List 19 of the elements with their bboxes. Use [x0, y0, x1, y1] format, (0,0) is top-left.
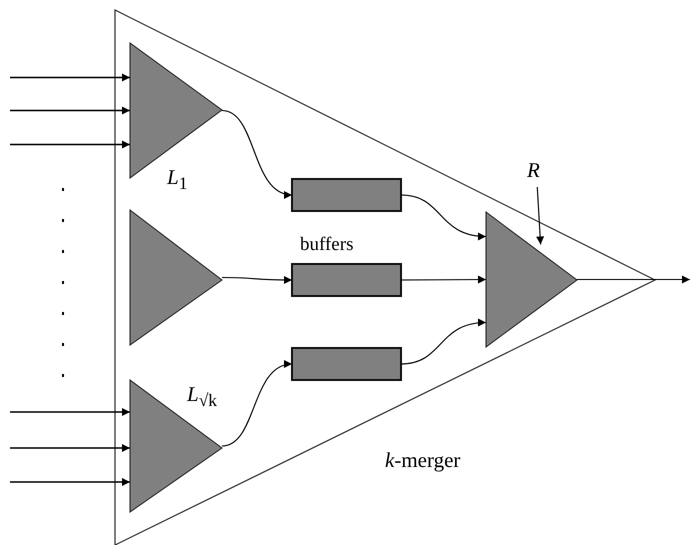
diagram-label: k-merger: [385, 450, 460, 471]
arrow: [222, 361, 292, 447]
leader-line: [536, 186, 544, 245]
arrow: [400, 194, 486, 240]
annotation-label: buffers: [300, 234, 354, 256]
arrow: [10, 444, 130, 452]
arrow: [10, 140, 130, 148]
node-label: L$_{√k}$: [187, 384, 218, 410]
node-label: R: [527, 160, 540, 181]
arrow: [577, 276, 690, 284]
arrow: [10, 408, 130, 416]
arrow: [222, 276, 292, 284]
arrow: [222, 110, 292, 198]
arrow: [401, 276, 486, 284]
node-label: L$_{1}$: [167, 167, 188, 193]
arrow: [10, 478, 130, 486]
arrow: [10, 74, 130, 82]
arrow: [10, 106, 130, 114]
arrow: [400, 319, 486, 365]
